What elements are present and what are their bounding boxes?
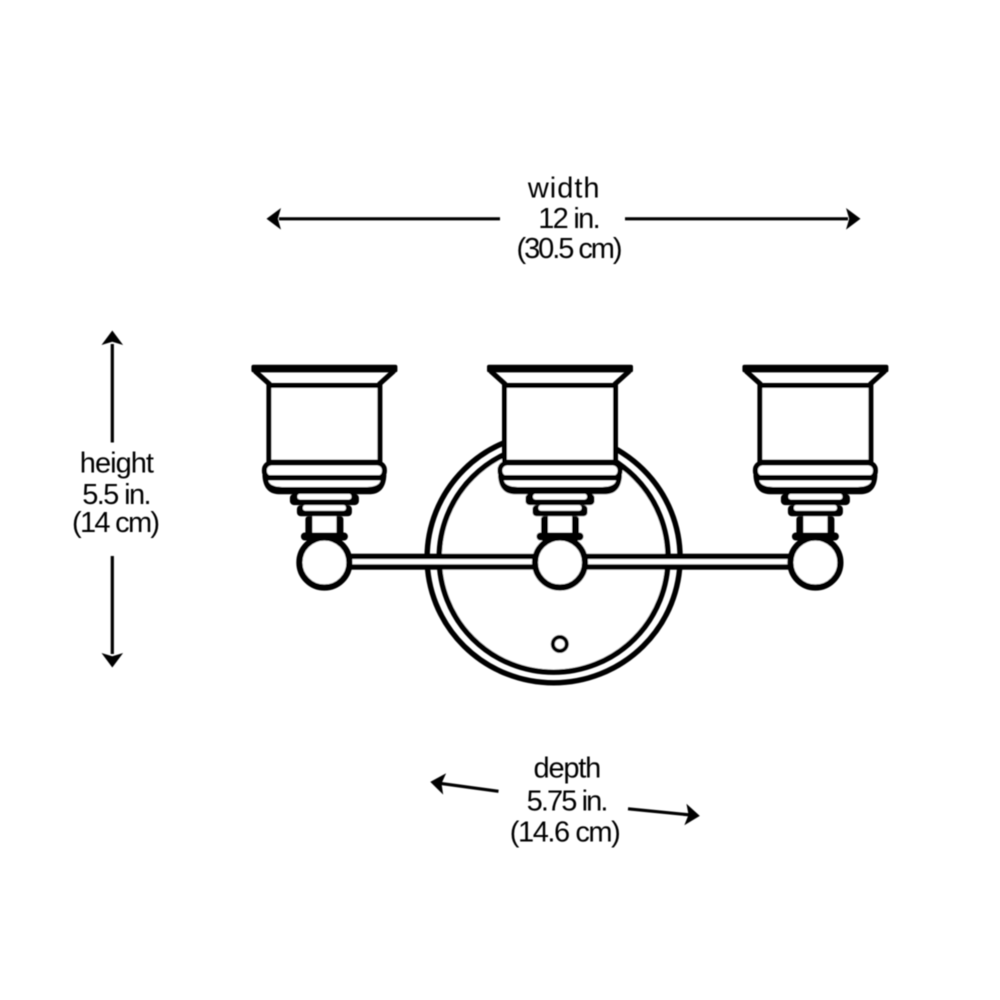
svg-text:(30.5 cm): (30.5 cm)	[516, 233, 620, 265]
svg-text:5.5 in.: 5.5 in.	[82, 479, 150, 511]
svg-text:depth: depth	[534, 752, 601, 784]
svg-text:(14 cm): (14 cm)	[72, 507, 158, 539]
svg-text:width: width	[527, 173, 601, 205]
svg-text:12 in.: 12 in.	[538, 203, 599, 235]
svg-text:5.75 in.: 5.75 in.	[527, 785, 607, 817]
svg-text:(14.6 cm): (14.6 cm)	[510, 817, 620, 849]
svg-text:height: height	[80, 447, 154, 479]
